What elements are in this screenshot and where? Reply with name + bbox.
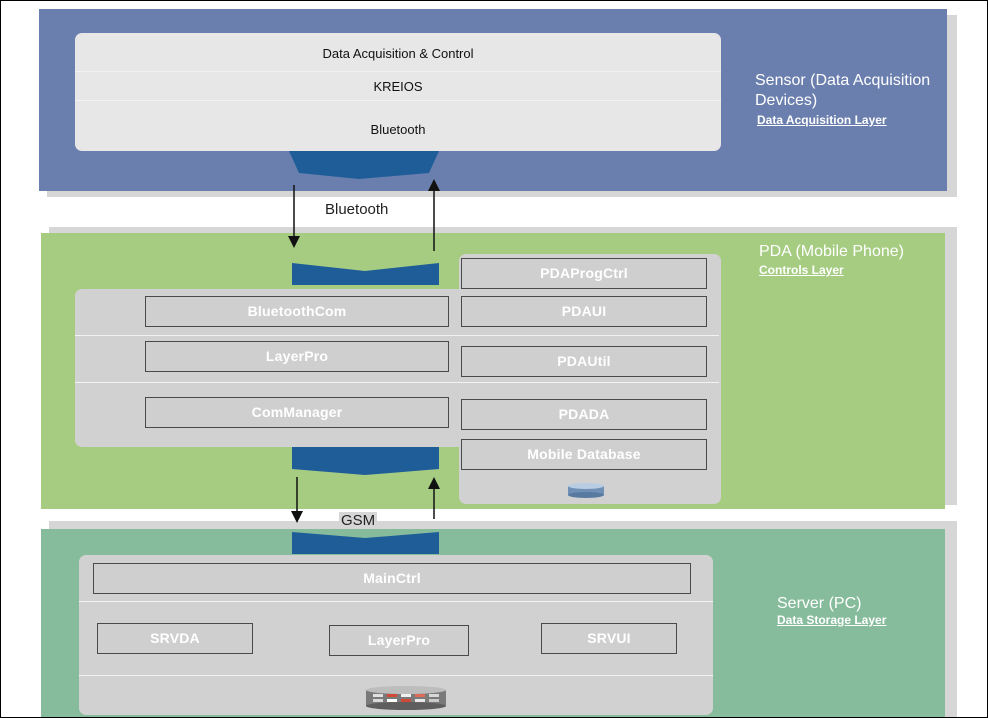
sensor-panel-row-bluetooth: Bluetooth xyxy=(370,122,426,137)
mobile-database-icon xyxy=(568,483,604,498)
pda-top-connector xyxy=(292,263,439,285)
module-pdaui: PDAUI xyxy=(461,296,707,327)
separator xyxy=(79,601,713,602)
pda-bottom-connector xyxy=(292,447,439,475)
sensor-panel-row-kreios: KREIOS xyxy=(373,79,423,94)
module-pdada: PDADA xyxy=(461,399,707,430)
module-srvda: SRVDA xyxy=(97,623,253,654)
bluetooth-link-label: Bluetooth xyxy=(325,201,389,218)
module-srvui: SRVUI xyxy=(541,623,677,654)
separator xyxy=(75,335,719,336)
separator xyxy=(75,71,721,72)
module-layerpro: LayerPro xyxy=(145,341,449,372)
server-database-icon xyxy=(366,686,446,710)
pda-layer-subtitle: Controls Layer xyxy=(759,263,844,277)
module-pdaprogctrl: PDAProgCtrl xyxy=(461,258,707,289)
module-bluetoothcom: BluetoothCom xyxy=(145,296,449,327)
module-pdautil: PDAUtil xyxy=(461,346,707,377)
server-layer-title: Server (PC) xyxy=(777,595,862,612)
separator xyxy=(75,100,721,101)
gsm-link-label: GSM xyxy=(339,512,378,529)
server-gsm-connector xyxy=(292,532,439,554)
module-mainctrl: MainCtrl xyxy=(93,563,691,594)
sensor-bluetooth-connector xyxy=(289,151,439,179)
separator xyxy=(75,382,719,383)
module-server-layerpro: LayerPro xyxy=(329,625,469,656)
separator xyxy=(79,675,713,676)
server-layer-subtitle: Data Storage Layer xyxy=(777,613,887,627)
pda-layer-title: PDA (Mobile Phone) xyxy=(759,243,904,260)
sensor-layer-title: Sensor (Data Acquisition Devices) xyxy=(755,72,931,109)
sensor-panel: Data Acquisition & Control KREIOS Blueto… xyxy=(75,33,721,151)
sensor-panel-row-data-acquisition: Data Acquisition & Control xyxy=(322,46,474,61)
module-mobile-database: Mobile Database xyxy=(461,439,707,470)
module-commanager: ComManager xyxy=(145,397,449,428)
sensor-layer-subtitle: Data Acquisition Layer xyxy=(757,113,887,127)
